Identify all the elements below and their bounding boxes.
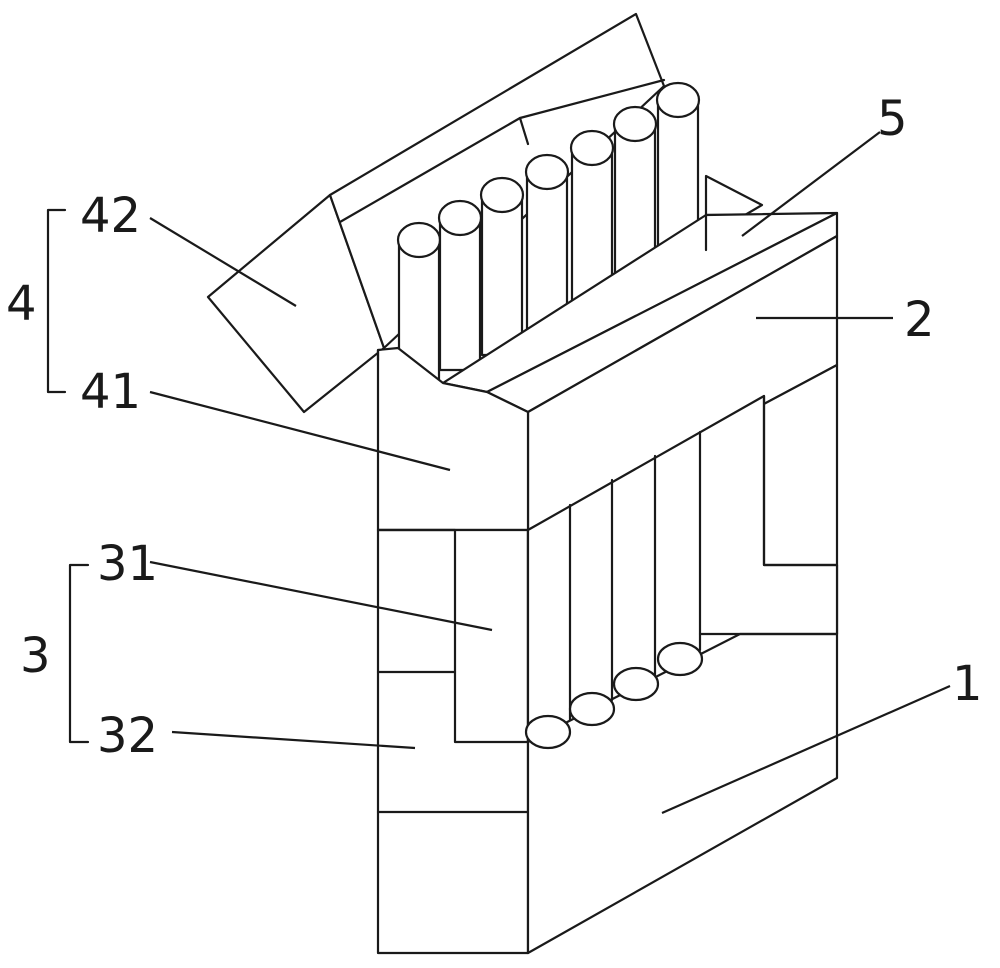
- label-2: 2: [904, 292, 935, 348]
- bracket-4: [46, 208, 67, 394]
- cigarette-tip: [655, 81, 701, 119]
- leader-1: [661, 684, 951, 815]
- cigarette: [480, 193, 524, 357]
- leader-41: [149, 390, 451, 472]
- leader-5: [741, 131, 881, 237]
- cigarette-tip: [479, 176, 525, 214]
- leader-42: [149, 217, 297, 307]
- cigarette-tip: [568, 691, 616, 727]
- cigarettes-window: [524, 430, 704, 750]
- label-5: 5: [877, 91, 908, 147]
- label-31: 31: [97, 536, 158, 592]
- label-42: 42: [80, 188, 141, 244]
- box-left-face: [376, 528, 530, 955]
- cigarette-tip: [437, 199, 483, 237]
- bracket-3: [68, 563, 90, 744]
- label-41: 41: [80, 364, 141, 420]
- cigarette-tip: [569, 129, 615, 167]
- cigarette-tip: [524, 153, 570, 191]
- cigarette-tip: [524, 714, 572, 750]
- cigarettes-upper: [396, 81, 701, 382]
- cigarette-tip: [612, 105, 658, 143]
- cigarette: [438, 216, 482, 372]
- label-4: 4: [6, 276, 37, 332]
- cigarette-tip: [612, 666, 660, 702]
- label-32: 32: [97, 708, 158, 764]
- cigarette-tip: [656, 641, 704, 677]
- leader-31: [149, 560, 493, 632]
- leader-32: [171, 730, 416, 750]
- cigarette-tip: [396, 221, 442, 259]
- label-3: 3: [20, 628, 51, 684]
- inner-liner: [704, 174, 764, 217]
- label-1: 1: [952, 656, 983, 712]
